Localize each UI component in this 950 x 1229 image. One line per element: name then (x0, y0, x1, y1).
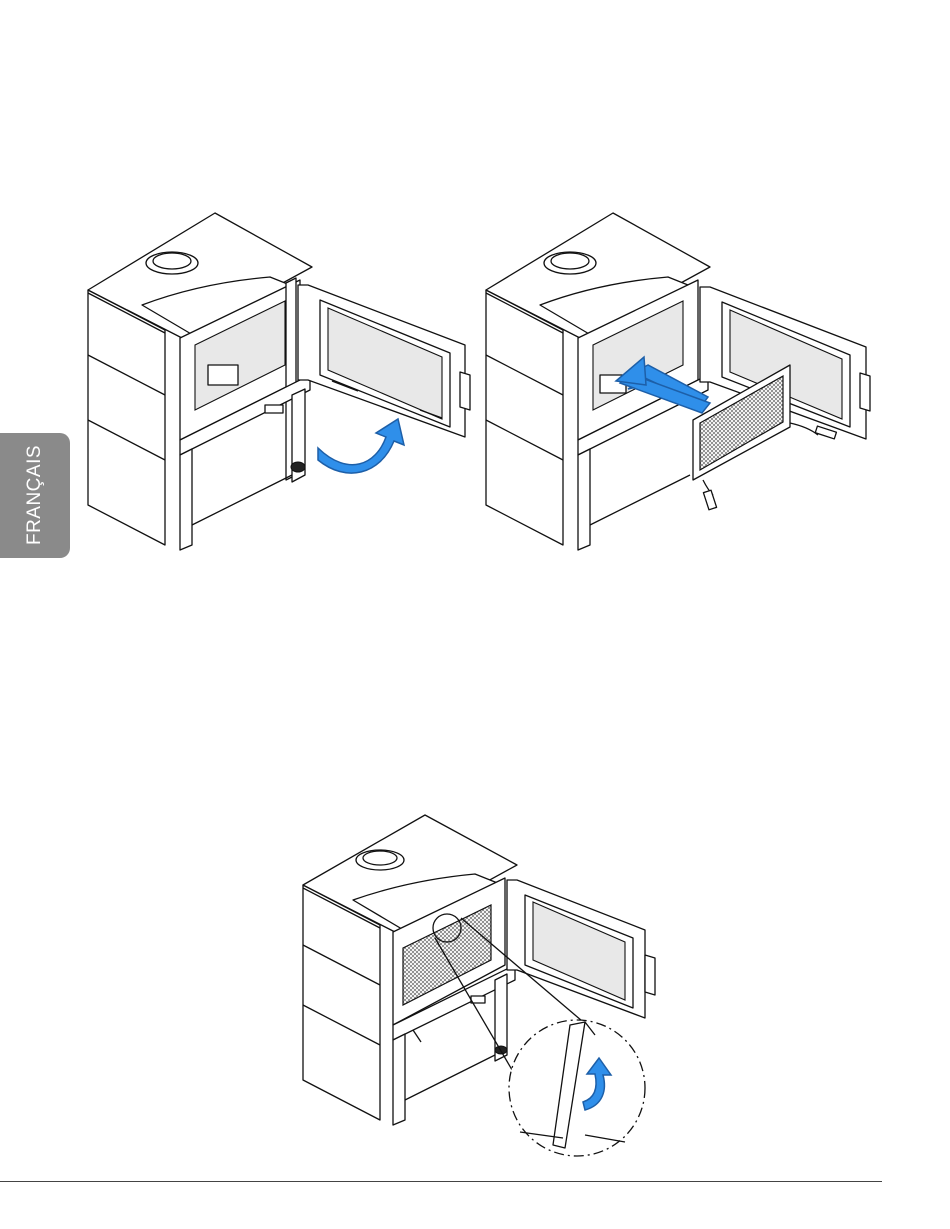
stove-door-open-figure (80, 205, 480, 555)
language-label: FRANÇAIS (24, 445, 46, 545)
curved-arrow-icon (318, 419, 404, 473)
stove-screen-lock-figure (295, 810, 660, 1165)
language-tab: FRANÇAIS (0, 433, 70, 558)
footer-rule (0, 1181, 882, 1182)
stove-screen-insert-figure (478, 205, 888, 555)
